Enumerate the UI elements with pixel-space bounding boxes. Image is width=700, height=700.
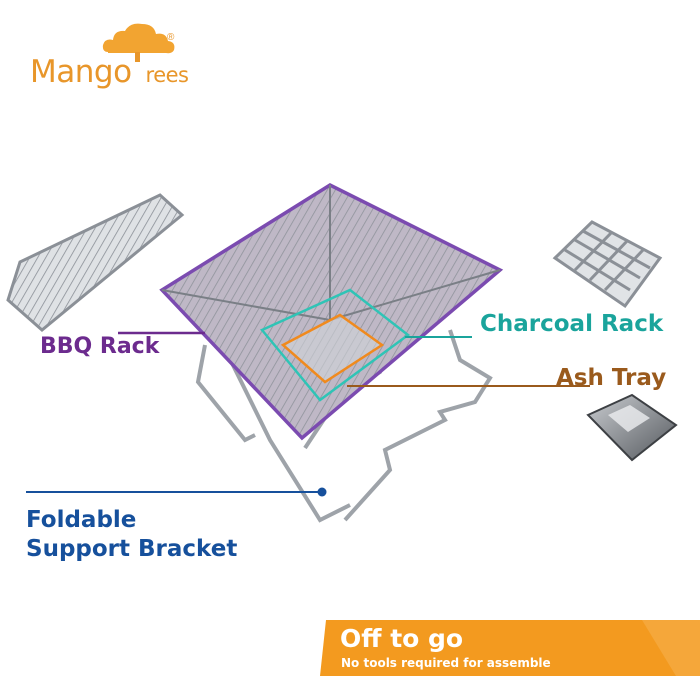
ash-tray-image (586, 393, 678, 462)
banner-background (320, 620, 700, 676)
ash-tray-label: Ash Tray (556, 365, 667, 391)
charcoal-rack-label: Charcoal Rack (480, 311, 664, 337)
banner-title: Off to go (340, 624, 464, 653)
support-bracket-pointer-dot (317, 487, 327, 497)
support-bracket-label-line1: Foldable (26, 507, 137, 533)
fire-pit-image (159, 182, 504, 523)
cloud-tree-icon (102, 23, 175, 62)
bbq-rack-image (6, 193, 185, 332)
support-bracket-label-line2: Support Bracket (26, 536, 238, 562)
off-to-go-banner (320, 620, 700, 676)
support-bracket-label: Foldable Support Bracket (26, 506, 237, 564)
banner-subtitle: No tools required for assemble (341, 656, 551, 670)
bbq-rack-label: BBQ Rack (40, 334, 160, 359)
charcoal-rack-image (552, 220, 663, 309)
registered-mark: ® (167, 32, 175, 43)
